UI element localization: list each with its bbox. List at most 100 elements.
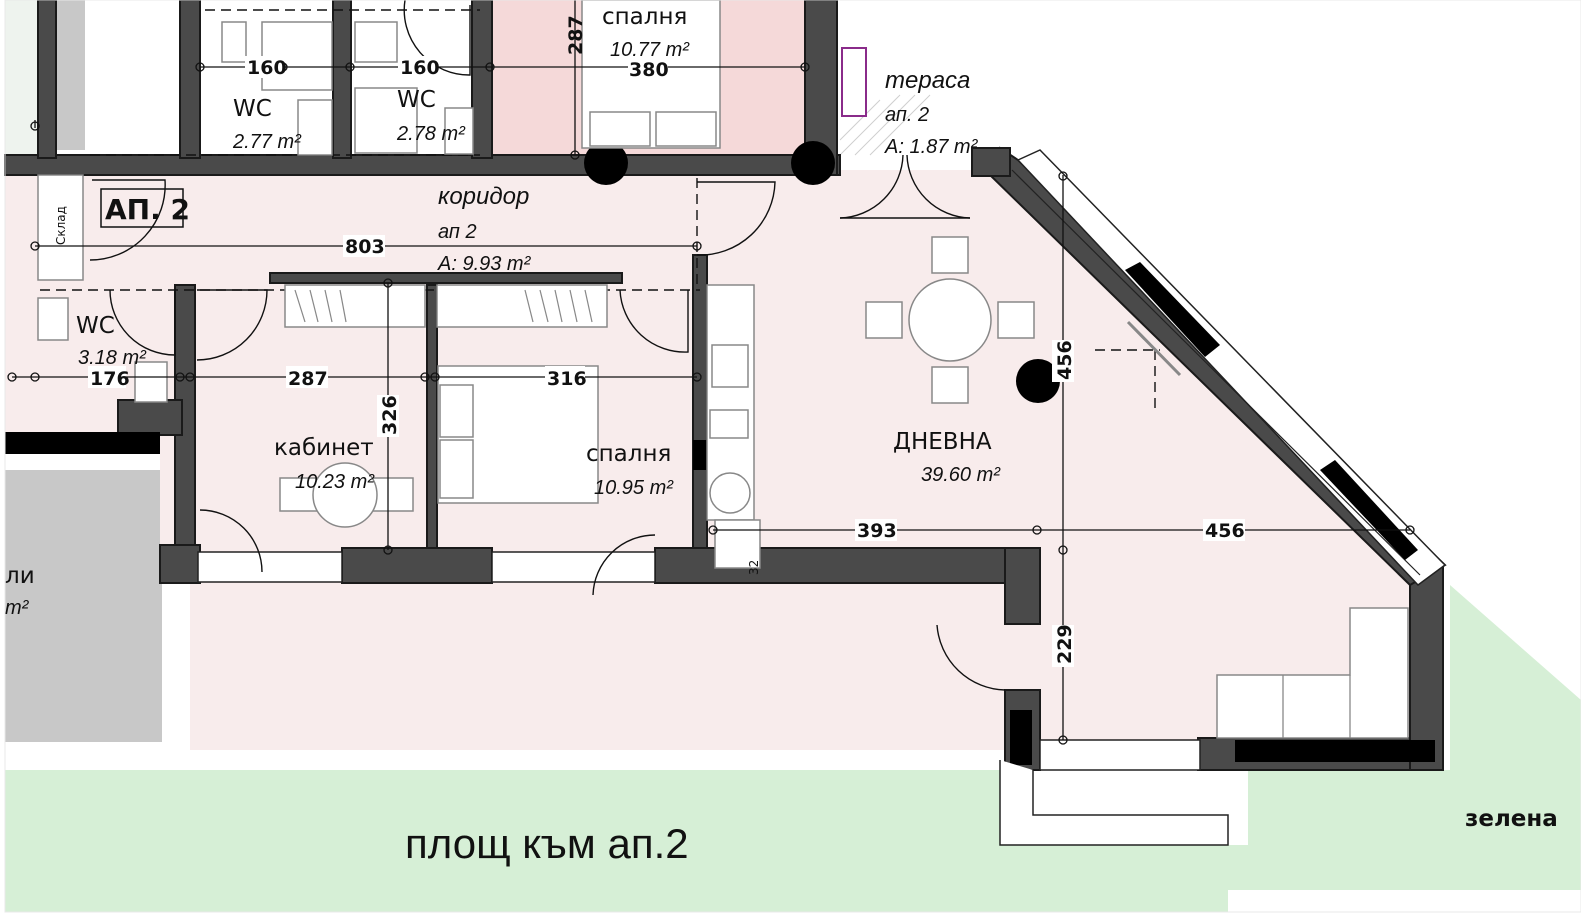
window-study [197,551,343,583]
shower-right [354,87,418,154]
wall-kitchen-divider [692,254,708,556]
wall-wc-left-divider [179,0,201,159]
dim-803: 803 [345,236,385,258]
door-corridor-entry [89,179,166,261]
chair-study [312,462,378,528]
terrace-area: A: 1.87 m² [884,136,979,158]
sink-right [354,21,398,63]
door-study-balcony [199,509,263,573]
column-circle-1 [584,141,628,185]
terrace-heater [841,47,867,117]
kitchen-cabinet [714,519,761,569]
corridor-area: A: 9.93 m² [437,253,532,275]
door-terrace-right [906,154,971,219]
wc-lower-name: WC [76,313,115,339]
wall-living-east [1409,564,1444,771]
door-wc-lower [109,289,176,356]
dining-chair-top [931,236,969,274]
toilet-lower-wc [134,361,168,403]
apartment-label: АП. 2 [105,193,190,226]
sheet-border [4,0,1581,913]
green-area-bottom [1000,845,1228,912]
door-study [196,289,268,361]
bedroom-mid-area: 10.95 m² [594,477,674,499]
corridor-apt: ап 2 [438,221,477,243]
outdoor-area-label: площ към ап.2 [405,820,689,867]
wall-top-corridor [4,154,841,176]
bedroom-top-name: спалня [602,4,687,30]
terrace-name: тераса [885,67,970,94]
sink-left [297,99,333,156]
bed-mid-pillow-1 [439,384,474,438]
dim-393: 393 [857,520,897,542]
doors [89,0,1006,691]
wardrobe-bedroom [436,284,608,328]
toilet-left [221,21,247,63]
diagonal-window-line [1011,169,1421,576]
wardrobe-study [284,284,426,328]
dining-chair-left [865,301,903,339]
neighbor-room-name: ли [5,563,35,589]
dining-table [908,278,992,362]
toilet-right [444,107,474,155]
storage-name: Склад [54,206,68,245]
dim-316: 316 [547,368,587,390]
furniture [37,0,1409,739]
bed-top-pillow-1 [589,111,651,147]
kitchen-hob [711,344,749,388]
door-terrace-left [839,154,904,219]
outdoor-pink-area [190,583,1005,750]
door-bedroom-top [403,0,471,76]
dim-176: 176 [90,368,130,390]
diagonal-wall-segment-1 [1125,262,1220,357]
dim-456-vertical: 456 [1054,340,1076,380]
wc-right-area: 2.78 m² [396,123,466,145]
dining-chair-right [997,301,1035,339]
corridor-name: коридор [438,183,529,210]
bed-mid-pillow-2 [439,439,474,499]
green-area [5,770,1005,912]
wc-lower-area: 3.18 m² [78,347,147,369]
dim-380: 380 [629,59,669,81]
bedroom-mid-name: спалня [586,441,671,467]
wall-study-bedroom-divider [426,284,438,556]
diagonal-wall-segment-2 [1320,460,1418,560]
terrace-apt: ап. 2 [885,104,929,126]
door-bedroom-balcony [592,534,656,596]
terrace-hatch [839,94,931,156]
door-storage-1 [696,181,776,256]
living-name: ДНЕВНА [893,429,992,455]
dim-229: 229 [1054,624,1076,664]
study-name: кабинет [274,435,374,461]
dim-456-horizontal: 456 [1205,520,1245,542]
wall-south-left [159,544,201,584]
wardrobe-hangers [294,289,593,323]
wall-wc-middle-divider [332,0,352,159]
wall-south-mid [341,547,493,584]
balcony-ledge [999,760,1229,846]
living-area: 39.60 m² [921,464,1001,486]
terrace-floor [838,0,1010,170]
wall-rooms-top [269,272,623,284]
room-labels: спалня 10.77 m² WC 2.77 m² WC 2.78 m² те… [5,4,1001,619]
wall-living-stub [1004,547,1041,625]
wall-wc-lower-right [117,399,183,436]
wall-south-right [654,547,1041,584]
window-living-bottom [1039,739,1201,771]
storage-box [37,174,84,281]
study-area: 10.23 m² [295,471,375,493]
kitchen-sink [709,409,749,439]
window-handle [1126,320,1182,377]
wall-terrace-corner [971,147,1011,177]
dim-287-mid: 287 [288,368,328,390]
wall-black-stub [1010,710,1032,765]
dim-287-top: 287 [565,15,587,55]
kitchen-washer [709,472,751,514]
column-circle-2 [791,141,835,185]
dining-chair-bottom [931,366,969,404]
wc-left-area: 2.77 m² [232,131,302,153]
dim-32: 32 [747,560,761,575]
wall-bedroom-left [471,0,493,159]
door-bedroom-mid [619,289,689,353]
